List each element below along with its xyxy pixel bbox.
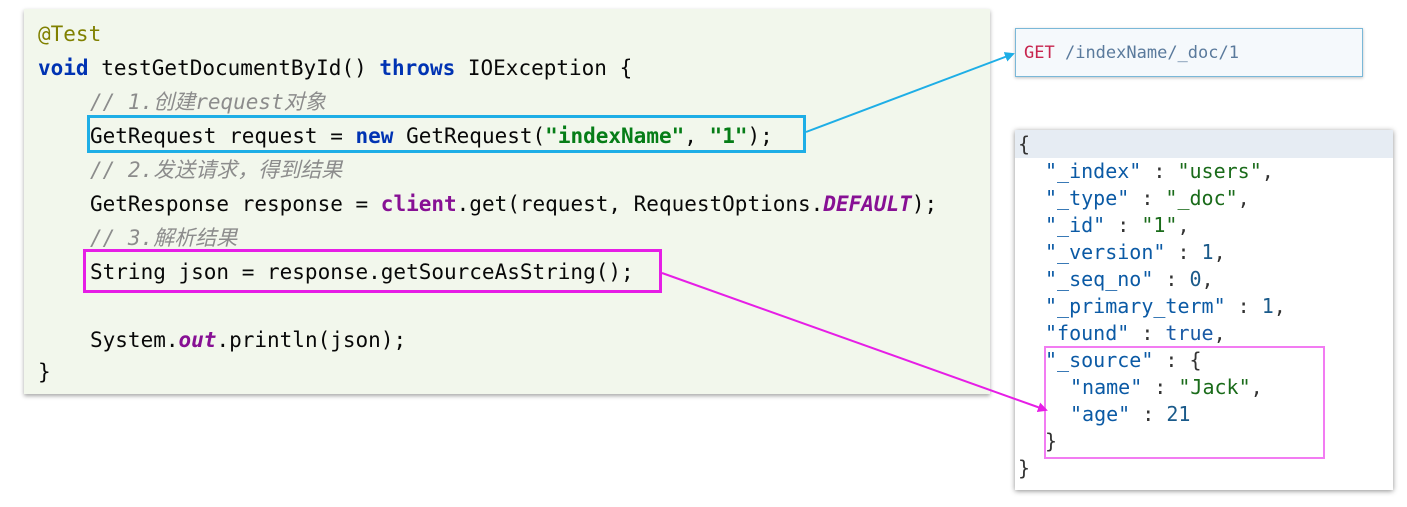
json-key: "found"	[1045, 321, 1130, 345]
json-key: "name"	[1070, 375, 1143, 399]
json-row-version: "_version" : 1,	[1045, 240, 1226, 264]
json-row-type: "_type" : "_doc",	[1045, 186, 1250, 210]
code-line-close-brace: }	[38, 355, 51, 389]
json-value: "users"	[1177, 159, 1262, 183]
json-value: "Jack"	[1178, 375, 1251, 399]
code-text: GetRequest(	[393, 124, 546, 148]
json-value: 1	[1201, 240, 1214, 264]
method-name: testGetDocumentById()	[88, 56, 380, 80]
brace: {	[1018, 132, 1031, 156]
json-key: "_type"	[1045, 186, 1130, 210]
json-value: 0	[1189, 267, 1202, 291]
comment-text: // 1.创建request对象	[90, 90, 326, 114]
http-method: GET	[1024, 43, 1055, 63]
comment-text: // 3.解析结果	[90, 226, 238, 250]
http-request-line: GET /indexName/_doc/1	[1024, 41, 1239, 65]
brace: }	[1018, 456, 1031, 480]
json-open-brace: {	[1018, 131, 1030, 158]
code-text: GetResponse response =	[90, 192, 381, 216]
json-value: 21	[1166, 402, 1191, 426]
code-line-method-signature: void testGetDocumentById() throws IOExce…	[38, 51, 632, 85]
request-highlight-box	[87, 115, 806, 153]
source-object-highlight-box	[1044, 346, 1325, 459]
http-request-panel: GET /indexName/_doc/1	[1015, 28, 1363, 77]
code-line-get-request: GetRequest request = new GetRequest("ind…	[90, 119, 773, 153]
exception-type: IOException {	[455, 56, 633, 80]
source-highlight-box	[83, 249, 662, 293]
string-literal: "1"	[709, 124, 748, 148]
code-line-get-response: GetResponse response = client.get(reques…	[90, 187, 937, 221]
string-literal: "indexName"	[545, 124, 685, 148]
json-row-source: "_source" : {	[1045, 348, 1202, 372]
field-out: out	[178, 328, 217, 352]
json-key: "_id"	[1045, 213, 1106, 237]
closing-brace: }	[38, 360, 51, 384]
code-text: .println(json);	[216, 328, 407, 352]
code-line-get-source: String json = response.getSourceAsString…	[90, 255, 634, 289]
source-arrow	[661, 272, 1048, 413]
code-text: ,	[684, 124, 710, 148]
json-value: 1	[1261, 294, 1274, 318]
code-text: System.	[90, 328, 179, 352]
keyword-void: void	[38, 56, 89, 80]
json-key: "_primary_term"	[1045, 294, 1226, 318]
json-key: "_seq_no"	[1045, 267, 1154, 291]
code-comment-1: // 1.创建request对象	[90, 85, 326, 119]
json-source-close: }	[1045, 428, 1057, 455]
json-key: "age"	[1070, 402, 1131, 426]
json-row-age: "age" : 21	[1070, 402, 1191, 426]
http-path: /indexName/_doc/1	[1064, 43, 1239, 63]
json-key: "_source"	[1045, 348, 1154, 372]
request-arrow	[805, 52, 1015, 133]
field-client: client	[380, 192, 457, 216]
code-panel: @Test void testGetDocumentById() throws …	[24, 9, 990, 394]
constant-default: DEFAULT	[823, 192, 912, 216]
code-text: );	[911, 192, 938, 216]
code-text: );	[747, 124, 773, 148]
brace: {	[1189, 348, 1202, 372]
json-row-primary-term: "_primary_term" : 1,	[1045, 294, 1286, 318]
json-close-brace: }	[1018, 455, 1030, 482]
json-row-id: "_id" : "1",	[1045, 213, 1190, 237]
brace: }	[1045, 429, 1058, 453]
json-row-name: "name" : "Jack",	[1070, 375, 1263, 399]
code-line-println: System.out.println(json);	[90, 323, 406, 357]
json-response-panel: { "_index" : "users", "_type" : "_doc", …	[1015, 130, 1393, 490]
json-row-index: "_index" : "users",	[1045, 159, 1274, 183]
json-row-seq-no: "_seq_no" : 0,	[1045, 267, 1214, 291]
annotation: @Test	[38, 22, 102, 46]
code-line-annotation: @Test	[38, 17, 101, 51]
json-value: "_doc"	[1165, 186, 1238, 210]
code-comment-2: // 2.发送请求，得到结果	[90, 153, 342, 187]
json-key: "_version"	[1045, 240, 1166, 264]
code-text: GetRequest request =	[90, 124, 356, 148]
keyword-throws: throws	[379, 56, 456, 80]
json-key: "_index"	[1045, 159, 1142, 183]
json-value: true	[1165, 321, 1214, 345]
code-comment-3: // 3.解析结果	[90, 221, 237, 255]
keyword-new: new	[355, 124, 394, 148]
comment-text: // 2.发送请求，得到结果	[90, 158, 343, 182]
json-value: "1"	[1141, 213, 1178, 237]
json-first-line-highlight	[1015, 130, 1393, 158]
json-row-found: "found" : true,	[1045, 321, 1226, 345]
code-text: String json = response.getSourceAsString…	[90, 260, 634, 284]
code-text: .get(request, RequestOptions.	[456, 192, 824, 216]
